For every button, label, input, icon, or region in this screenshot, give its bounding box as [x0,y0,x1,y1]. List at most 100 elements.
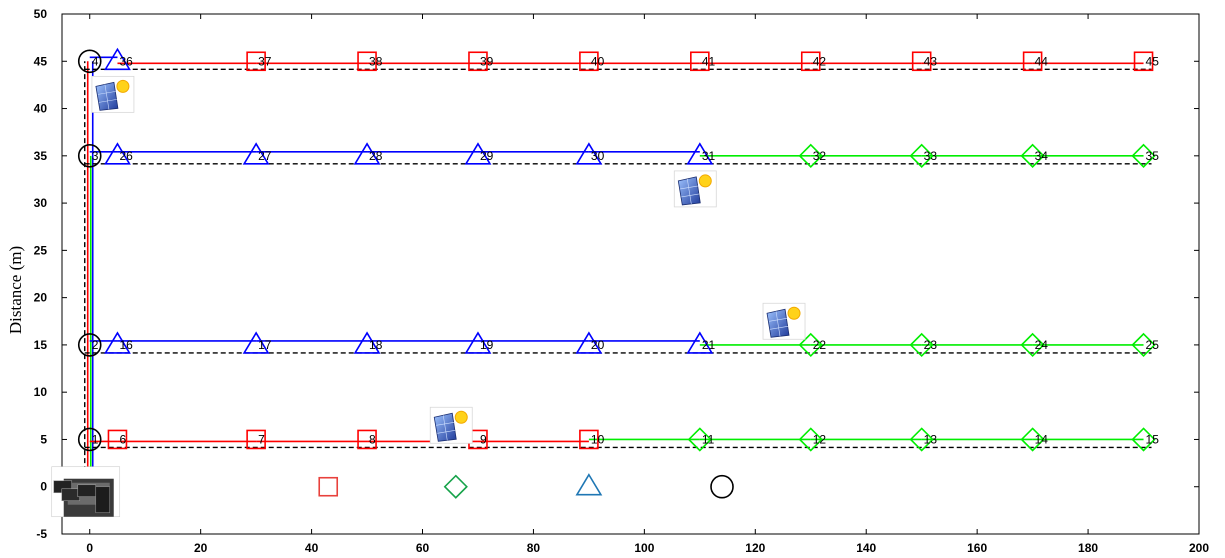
node-label: 19 [480,338,494,352]
node-marker-square [468,51,488,72]
node-label: 3 [92,149,99,163]
legend-marker-triangle [575,473,603,496]
solar-panel-grid [104,84,110,110]
sun-icon [698,174,712,188]
node-marker-diamond [1020,143,1045,168]
node-marker-square [107,429,128,450]
y-tick-label: 20 [34,291,48,305]
node-marker-diamond [687,427,712,452]
x-tick-label: 0 [86,541,93,555]
node-label: 20 [591,338,605,352]
node-label: 16 [119,338,133,352]
sun-icon [116,79,130,93]
y-tick-label: 30 [34,196,48,210]
node-marker-triangle [242,142,270,165]
node-marker-triangle [575,142,603,165]
node-marker-triangle [353,331,381,354]
node-marker-square [357,51,377,72]
node-label: 7 [258,432,265,446]
solar-panel-icon [429,406,473,444]
node-label: 10 [591,432,605,446]
solar-panel-icon [91,75,135,113]
y-tick-label: 35 [34,149,48,163]
node-label: 33 [924,149,938,163]
x-tick-label: 20 [194,541,208,555]
node-marker-diamond [798,332,823,358]
battery-rack [95,486,111,514]
solar-panel-grid [686,178,692,204]
node-label: 1 [92,432,99,446]
node-label: 36 [119,54,133,68]
node-marker-diamond [909,143,934,168]
node-label: 22 [813,338,827,352]
node-label: 37 [258,54,272,68]
node-marker-circle [77,333,102,357]
y-tick-label: 5 [40,432,47,446]
solar-panel-grid [442,415,448,441]
legend-marker-diamond [443,474,468,499]
node-label: 41 [702,54,716,68]
x-tick-label: 140 [856,541,876,555]
node-marker-square [579,429,599,450]
node-label: 17 [258,338,272,352]
node-marker-diamond [798,143,823,168]
node-marker-diamond [1131,427,1156,452]
node-label: 26 [119,149,133,163]
y-axis-label: Distance (m) [6,246,25,334]
node-label: 12 [813,432,827,446]
y-tick-label: 15 [34,338,48,352]
node-label: 15 [1146,432,1160,446]
solar-panel-grid [681,193,700,198]
sun-icon [787,306,801,320]
y-tick-label: 40 [34,102,48,116]
node-marker-square [1133,51,1154,72]
battery-cell [61,488,81,502]
solar-panel-grid [437,429,456,434]
legend-marker-circle [710,474,734,499]
solar-panel-grid [680,185,699,190]
node-marker-triangle [104,142,131,165]
node-label: 18 [369,338,383,352]
node-marker-square [357,429,377,450]
node-label: 44 [1035,54,1049,68]
node-label: 24 [1035,338,1049,352]
x-tick-label: 100 [634,541,654,555]
node-marker-triangle [242,331,270,354]
node-label: 21 [702,338,716,352]
node-label: 43 [924,54,938,68]
node-label: 34 [1035,149,1049,163]
node-marker-diamond [909,332,934,358]
node-label: 39 [480,54,494,68]
node-label: 38 [369,54,383,68]
node-marker-square [800,51,821,72]
plot-frame [61,13,1200,535]
node-marker-triangle [104,331,131,354]
y-tick-label: -5 [36,527,47,541]
battery-cell [77,484,97,498]
solar-panel-grid [436,421,455,426]
solar-panel-grid [768,317,788,322]
solar-panel-grid [769,325,789,330]
x-tick-label: 160 [967,541,987,555]
solar-panel-grid [775,311,781,337]
node-marker-square [690,51,710,72]
node-marker-diamond [1020,332,1045,358]
x-tick-label: 200 [1189,541,1209,555]
battery-storage-icon [51,466,121,518]
node-label: 8 [369,432,376,446]
node-label: 45 [1146,54,1160,68]
node-marker-triangle [686,142,714,165]
node-marker-square [579,51,599,72]
node-label: 35 [1146,149,1160,163]
y-tick-label: 0 [40,480,47,494]
legend-marker-square [318,476,339,497]
node-marker-circle [77,427,102,452]
node-label: 42 [813,54,827,68]
x-tick-label: 40 [305,541,319,555]
node-label: 25 [1146,338,1160,352]
y-tick-label: 50 [34,7,48,21]
sun-icon [454,410,468,424]
node-label: 23 [924,338,938,352]
solar-panel-grid [98,99,117,103]
